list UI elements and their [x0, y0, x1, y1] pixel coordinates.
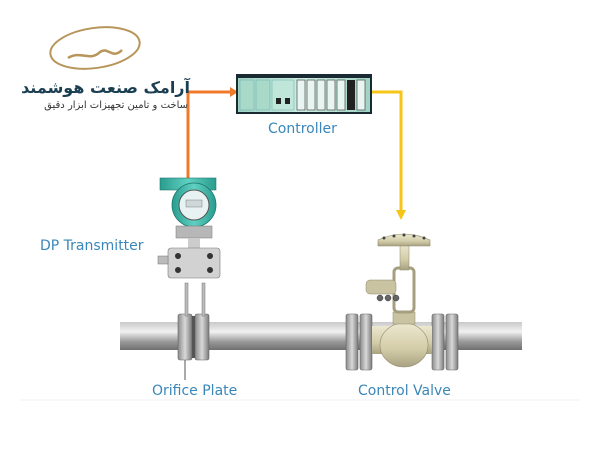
controller-label: Controller — [268, 121, 337, 137]
brand-tagline: ساخت و تامین تجهیزات ابزار دقیق — [44, 100, 188, 111]
signal-line-controller-to-valve — [372, 90, 406, 220]
brand-logo — [49, 26, 141, 70]
orifice-label: Orifice Plate — [152, 383, 238, 399]
controller-rack — [236, 74, 372, 114]
valve-flanges — [345, 313, 459, 371]
transmitter-label: DP Transmitter — [40, 238, 144, 254]
brand-name: آرامک صنعت هوشمند — [21, 78, 190, 97]
dp-transmitter — [157, 177, 221, 279]
orifice-plate — [177, 313, 210, 380]
signal-line-transmitter-to-controller — [186, 87, 238, 180]
valve-label: Control Valve — [358, 383, 451, 399]
impulse-lines — [184, 282, 206, 317]
control-valve — [365, 233, 432, 368]
